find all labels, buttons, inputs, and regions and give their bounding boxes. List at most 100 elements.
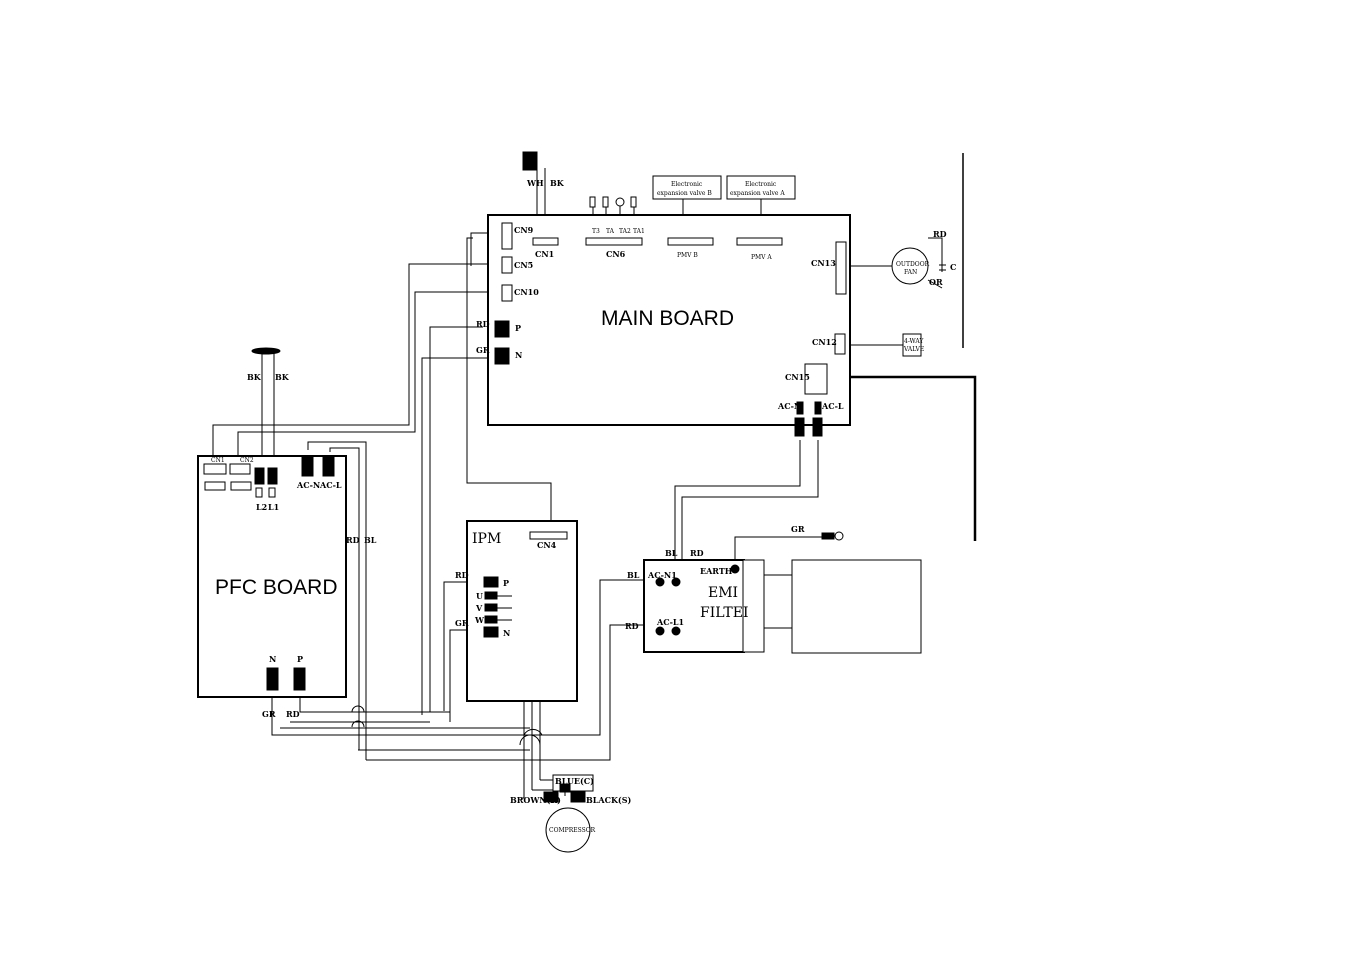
main-board: MAIN BOARD CN9 CN5 CN10 P N CN1 CN6 PMV … bbox=[487, 214, 851, 437]
gr-main-n-label: GR bbox=[476, 345, 490, 355]
compressor-brown-label: BROWN(R) bbox=[510, 795, 561, 805]
rd-fan-label: RD bbox=[933, 229, 947, 239]
gr-pfc-n-label: GR bbox=[262, 709, 276, 719]
emi-ac-l1-left-terminal bbox=[655, 626, 665, 636]
compressor-black-terminal bbox=[570, 791, 586, 803]
four-way-valve-box bbox=[902, 333, 922, 357]
four-way-valve-line1: 4-WAY bbox=[904, 338, 924, 345]
pfc-l2-terminal bbox=[254, 467, 265, 485]
rd-pfc-p-label: RD bbox=[286, 709, 300, 719]
main-n-terminal bbox=[494, 347, 510, 365]
emi-ac-n1-right-terminal bbox=[671, 577, 681, 587]
main-ac-l-plug bbox=[812, 417, 823, 437]
gr-ipm-n-label: GR bbox=[455, 618, 469, 628]
main-p-label: P bbox=[515, 323, 521, 333]
ipm-n-terminal bbox=[483, 626, 499, 638]
outdoor-fan-label-line1: OUTDOOR bbox=[896, 261, 930, 268]
ipm-n-label: N bbox=[503, 628, 510, 638]
bl-pfc-wire-label: BL bbox=[364, 535, 377, 545]
compressor-circle bbox=[545, 807, 591, 853]
emi-filter-outline bbox=[643, 559, 745, 653]
sensor-ta1-probe bbox=[630, 196, 637, 208]
pfc-l2-socket bbox=[255, 487, 263, 498]
emi-filter: EMI FILTEI EARTH AC-N1 AC-L1 BL RD BL RD bbox=[625, 548, 922, 654]
rd-main-p-label: RD bbox=[476, 319, 490, 329]
valve-a-box bbox=[726, 175, 796, 200]
ipm-board: IPM CN4 P U V W N RD GR bbox=[455, 520, 578, 702]
fan-capacitor-icon bbox=[939, 264, 946, 271]
pfc-ac-n-terminal bbox=[301, 455, 314, 477]
pfc-ac-n-label: AC-N bbox=[296, 480, 320, 490]
valve-b-line2: expansion valve B bbox=[657, 190, 712, 197]
ipm-u-label: U bbox=[476, 591, 483, 601]
pfc-cn2-lower bbox=[230, 481, 252, 491]
pfc-cn1-connector bbox=[203, 463, 227, 475]
pmv-a-connector bbox=[736, 237, 783, 246]
compressor-blue-label: BLUE(C) bbox=[555, 776, 594, 786]
pfc-l1-label: L1 bbox=[268, 502, 279, 512]
rd-emi-top-label: RD bbox=[690, 548, 704, 558]
cn5-label: CN5 bbox=[514, 260, 533, 270]
emi-filter-title-line1: EMI bbox=[708, 585, 738, 601]
main-ac-l-terminal bbox=[814, 401, 822, 415]
pfc-ac-l-label: AC-L bbox=[319, 480, 342, 490]
cn13-label: CN13 bbox=[811, 258, 836, 268]
cn13-connector bbox=[835, 241, 847, 295]
pfc-n-label: N bbox=[269, 654, 276, 664]
main-board-title: MAIN BOARD bbox=[601, 307, 734, 330]
cn9-connector bbox=[501, 222, 513, 250]
ipm-p-label: P bbox=[503, 578, 509, 588]
emi-earth-label: EARTH bbox=[700, 566, 733, 576]
cn12-connector bbox=[834, 333, 846, 355]
compressor: BLUE(C) BROWN(R) BLACK(S) COMPRESSOR bbox=[510, 774, 631, 853]
bl-emi-top-label: BL bbox=[665, 548, 678, 558]
ipm-p-terminal bbox=[483, 576, 499, 588]
main-ac-n-plug bbox=[794, 417, 805, 437]
bk-power-cord: BK BK bbox=[247, 347, 290, 382]
valve-a-line2: expansion valve A bbox=[730, 190, 785, 197]
pfc-p-terminal bbox=[293, 667, 306, 691]
cn1-label: CN1 bbox=[535, 249, 554, 259]
emi-filter-side bbox=[742, 559, 765, 653]
bk-wire-label-top: BK bbox=[550, 178, 565, 188]
sensor-t3-label: T3 bbox=[592, 228, 600, 235]
top-power-plug: WH BK bbox=[522, 151, 565, 188]
pfc-n-terminal bbox=[266, 667, 279, 691]
pfc-cn2-label: CN2 bbox=[240, 457, 254, 464]
pfc-l1-socket bbox=[268, 487, 276, 498]
earth-ring-icon bbox=[834, 531, 844, 541]
valve-a-line1: Electronic bbox=[745, 181, 777, 188]
cn6-label: CN6 bbox=[606, 249, 626, 259]
outdoor-fan: OUTDOOR FAN RD OR C bbox=[891, 229, 956, 287]
pmv-a-label: PMV A bbox=[751, 254, 772, 261]
outdoor-fan-label-line2: FAN bbox=[904, 269, 917, 276]
compressor-brown-terminal bbox=[543, 791, 559, 803]
cn6-connector bbox=[585, 237, 643, 246]
cn1-connector bbox=[532, 237, 559, 246]
pfc-board-title: PFC BOARD bbox=[215, 576, 338, 599]
rd-emi-l-label: RD bbox=[625, 621, 639, 631]
cn10-label: CN10 bbox=[514, 287, 539, 297]
gr-earth-label: GR bbox=[791, 524, 805, 534]
emi-earth-terminal bbox=[730, 564, 740, 574]
earth-ring-terminal: GR bbox=[791, 524, 844, 541]
sensor-ta-probe bbox=[602, 196, 609, 208]
sensor-ta-label: TA bbox=[606, 228, 615, 235]
sensor-t3-probe bbox=[589, 196, 596, 208]
bk-wire-label-left: BK bbox=[247, 372, 262, 382]
pfc-l1-terminal bbox=[267, 467, 278, 485]
power-cord-plug bbox=[251, 347, 281, 355]
four-way-valve-line2: VALVE bbox=[903, 346, 924, 353]
pfc-p-label: P bbox=[297, 654, 303, 664]
outdoor-fan-circle bbox=[891, 247, 929, 285]
sensor-ta2-label: TA2 bbox=[619, 228, 631, 235]
pmv-b-connector bbox=[667, 237, 714, 246]
cn6-sensors: T3 TA TA2 TA1 bbox=[589, 196, 645, 235]
expansion-valve-a: Electronic expansion valve A bbox=[726, 175, 796, 200]
emi-filter-outer-box bbox=[791, 559, 922, 654]
pmv-b-label: PMV B bbox=[677, 252, 698, 259]
ipm-cn4-label: CN4 bbox=[537, 540, 557, 550]
valve-b-line1: Electronic bbox=[671, 181, 703, 188]
main-n-label: N bbox=[515, 350, 522, 360]
pfc-cn1-label: CN1 bbox=[211, 457, 225, 464]
